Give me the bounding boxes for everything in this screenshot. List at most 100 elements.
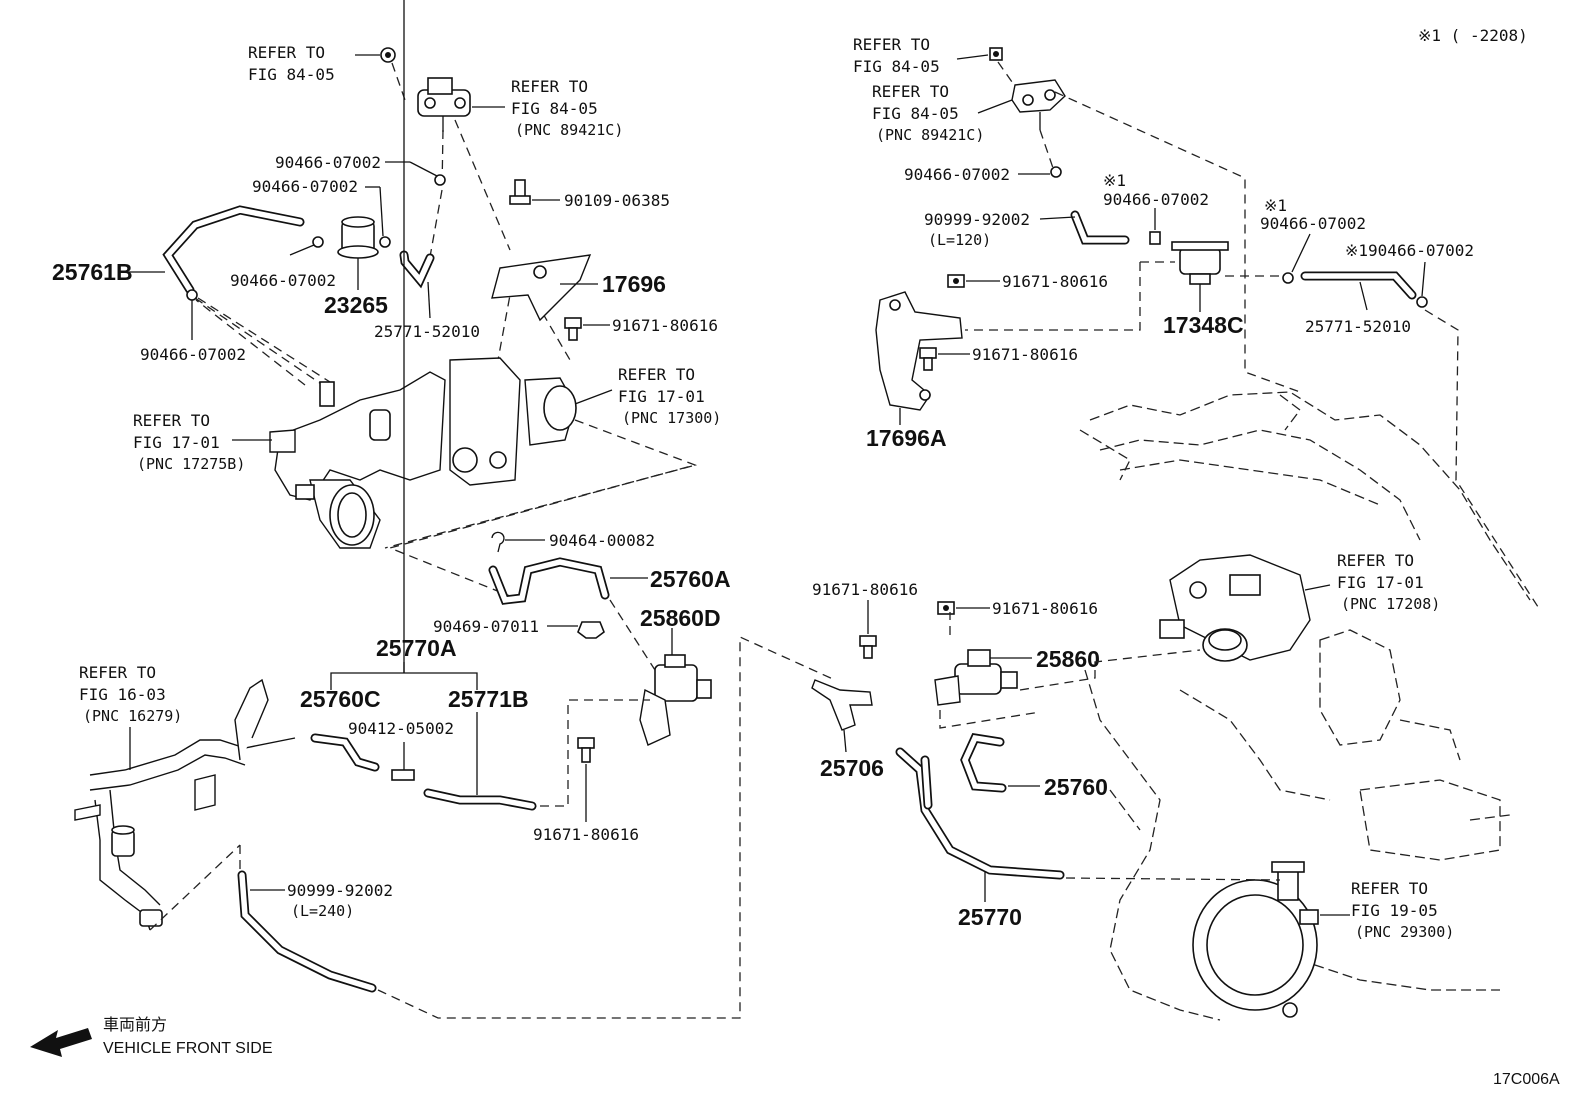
clip-icon xyxy=(186,289,198,301)
part-number: 91671-80616 xyxy=(533,825,639,844)
engine-outline xyxy=(1079,391,1531,601)
part-number: 90466-07002 xyxy=(252,177,358,196)
part-number: 90109-06385 xyxy=(564,191,670,210)
refer-label: FIG 17-01 xyxy=(618,387,705,406)
part-number-bold: 25760A xyxy=(650,566,731,592)
refer-label: (PNC 89421C) xyxy=(876,126,984,144)
front-label-en: VEHICLE FRONT SIDE xyxy=(103,1040,273,1057)
engine-block-outline xyxy=(1084,629,1511,1021)
bolt-icon xyxy=(919,347,937,371)
refer-label: REFER TO xyxy=(79,663,156,682)
refer-label: FIG 84-05 xyxy=(872,104,959,123)
refer-label: FIG 84-05 xyxy=(248,65,335,84)
bolt-icon xyxy=(577,737,595,763)
part-number: (L=120) xyxy=(928,231,991,249)
note-marker: ※1 xyxy=(1103,171,1126,190)
refer-label: (PNC 16279) xyxy=(83,707,182,725)
bracket-part xyxy=(811,679,873,731)
refer-label: FIG 16-03 xyxy=(79,685,166,704)
part-number: 90466-07002 xyxy=(140,345,246,364)
refer-label: REFER TO xyxy=(511,77,588,96)
refer-label: REFER TO xyxy=(133,411,210,430)
refer-label: FIG 84-05 xyxy=(511,99,598,118)
bolt-icon xyxy=(989,47,1003,61)
part-number-bold: 25760 xyxy=(1044,774,1108,800)
fuel-pipe-assembly xyxy=(74,678,296,931)
pressure-sensor-part xyxy=(417,77,471,132)
vsv-part xyxy=(1171,241,1229,285)
vehicle-front-indicator: 車両前方 VEHICLE FRONT SIDE xyxy=(30,1016,273,1057)
clip-icon xyxy=(379,236,391,248)
pressure-sensor-part xyxy=(1011,79,1066,130)
clamp-icon xyxy=(577,621,605,639)
clip-icon xyxy=(1416,296,1428,308)
front-label-jp: 車両前方 xyxy=(103,1016,167,1034)
part-number: 90466-07002 xyxy=(230,271,336,290)
part-number: 91671-80616 xyxy=(972,345,1078,364)
part-number-bold: 25770A xyxy=(376,635,457,661)
part-number: 91671-80616 xyxy=(812,580,918,599)
refer-label: (PNC 29300) xyxy=(1355,923,1454,941)
part-number-bold: 25761B xyxy=(52,259,133,285)
refer-label: REFER TO xyxy=(1337,551,1414,570)
bracket-part xyxy=(491,254,592,322)
part-number-bold: 25770 xyxy=(958,904,1022,930)
refer-label: FIG 17-01 xyxy=(1337,573,1424,592)
bolt-icon xyxy=(947,274,965,288)
refer-label: REFER TO xyxy=(248,43,325,62)
vacuum-pump-assembly xyxy=(1192,861,1319,1018)
vsv-part xyxy=(934,649,1018,706)
bracket-part xyxy=(875,291,963,411)
part-number-bold: 17696 xyxy=(602,271,666,297)
part-number: 90466-07002 xyxy=(1260,214,1366,233)
part-number: 25771-52010 xyxy=(1305,317,1411,336)
dashed-connection xyxy=(197,297,693,549)
part-number: 90466-07002 xyxy=(1103,190,1209,209)
turbocharger-assembly xyxy=(269,357,577,549)
part-number-bold: 25860D xyxy=(640,605,721,631)
refer-label: (PNC 17208) xyxy=(1341,595,1440,613)
refer-label: FIG 19-05 xyxy=(1351,901,1438,920)
note-marker: ※1 xyxy=(1264,196,1287,215)
throttle-body-assembly xyxy=(1159,554,1311,662)
front-arrow-icon xyxy=(30,1028,92,1057)
vsv-part xyxy=(639,654,712,746)
part-number-bold: 25771B xyxy=(448,686,529,712)
part-number-bold: 17348C xyxy=(1163,312,1244,338)
refer-label: (PNC 17275B) xyxy=(137,455,245,473)
part-number: 90469-07011 xyxy=(433,617,539,636)
clip-icon xyxy=(1149,231,1161,245)
part-number-bold: 25706 xyxy=(820,755,884,781)
part-number: 90999-92002 xyxy=(924,210,1030,229)
part-number: 91671-80616 xyxy=(612,316,718,335)
part-number-bold: 23265 xyxy=(324,292,388,318)
clip-icon xyxy=(434,174,446,186)
refer-label: REFER TO xyxy=(872,82,949,101)
refer-label: REFER TO xyxy=(1351,879,1428,898)
part-number-bold: 17696A xyxy=(866,425,947,451)
refer-label: (PNC 89421C) xyxy=(515,121,623,139)
part-number: 91671-80616 xyxy=(1002,272,1108,291)
refer-label: REFER TO xyxy=(618,365,695,384)
part-number: 91671-80616 xyxy=(992,599,1098,618)
part-number: ※190466-07002 xyxy=(1345,241,1474,260)
clip-icon xyxy=(491,531,505,553)
part-number-bold: 25860 xyxy=(1036,646,1100,672)
vsv-part xyxy=(337,216,379,290)
part-number: 90466-07002 xyxy=(275,153,381,172)
part-number: 90999-92002 xyxy=(287,881,393,900)
part-number: 90412-05002 xyxy=(348,719,454,738)
part-number: 90464-00082 xyxy=(549,531,655,550)
bolt-icon xyxy=(564,317,582,341)
bolt-icon xyxy=(380,47,396,63)
note-applicability: ※1 ( -2208) xyxy=(1418,26,1528,45)
diagram-code: 17C006A xyxy=(1493,1071,1560,1088)
clip-icon xyxy=(1282,272,1294,284)
part-number: 90466-07002 xyxy=(904,165,1010,184)
bolt-icon xyxy=(859,635,877,659)
part-number: (L=240) xyxy=(291,902,354,920)
refer-label: (PNC 17300) xyxy=(622,409,721,427)
clip-icon xyxy=(1050,166,1062,178)
refer-label: FIG 84-05 xyxy=(853,57,940,76)
